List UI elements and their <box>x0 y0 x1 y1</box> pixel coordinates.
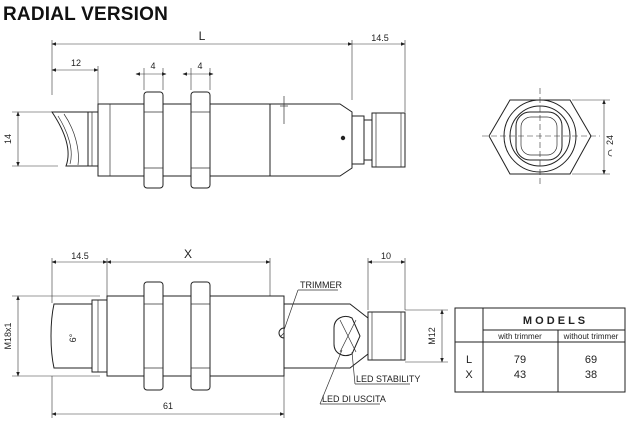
table-col-without: without trimmer <box>563 332 619 341</box>
thread-connector-label: M12 <box>427 327 437 345</box>
table-cell: 79 <box>514 354 526 366</box>
table-cell: 69 <box>585 354 597 366</box>
sensor-side-view: 14.5 X 10 61 M18x1 M12 6° <box>3 247 448 418</box>
label-led-output: LED DI USCITA <box>322 394 386 404</box>
table-row-label: L <box>466 354 472 366</box>
dim-nut2-label: 4 <box>197 61 202 71</box>
dim-length-label: L <box>199 29 206 43</box>
dim-front-label: 14.5 <box>71 251 89 261</box>
table-col-with: with trimmer <box>497 332 542 341</box>
table-row-label: X <box>465 369 473 381</box>
models-table: M O D E L S with trimmer without trimmer… <box>454 307 626 393</box>
table-heading: M O D E L S <box>523 315 585 327</box>
sensor-end-view: 24 <box>482 88 615 184</box>
dim-body-label: X <box>184 247 192 261</box>
dim-total-label: 61 <box>163 401 173 411</box>
label-trimmer: TRIMMER <box>300 280 342 290</box>
sensor-top-view: L 14.5 12 4 4 14 <box>3 29 406 189</box>
dim-height-label: 14 <box>3 134 13 144</box>
dim-connector10-label: 10 <box>381 251 391 261</box>
page-title: RADIAL VERSION <box>3 4 169 25</box>
dim-hex-label: 24 <box>605 135 615 145</box>
table-cell: 38 <box>585 369 597 381</box>
dim-nut1-label: 4 <box>150 61 155 71</box>
angle-mark-label: 6° <box>68 333 78 342</box>
table-cell: 43 <box>514 369 526 381</box>
label-led-stability: LED STABILITY <box>356 374 420 384</box>
thread-main-label: M18x1 <box>3 322 13 349</box>
dim-connector-label: 14.5 <box>371 33 389 43</box>
dim-cap-label: 12 <box>71 58 81 68</box>
